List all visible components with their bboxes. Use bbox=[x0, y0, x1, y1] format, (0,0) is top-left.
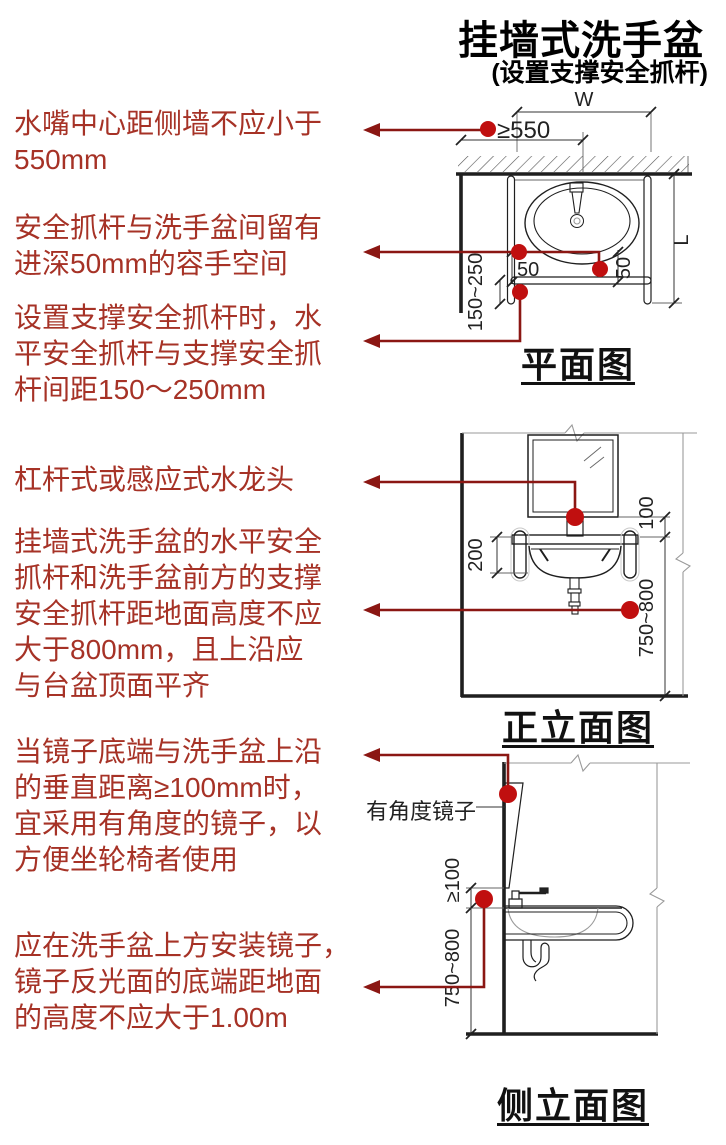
page-title: 挂墙式洗手盆 bbox=[458, 19, 704, 63]
front-elevation-drawing: 200 100 750~800 bbox=[460, 423, 697, 702]
page-subtitle: (设置支撑安全抓杆) bbox=[491, 59, 708, 87]
annotation-mirror-height: 应在洗手盆上方安装镜子， 镜子反光面的底端距地面 的高度不应大于1.00m bbox=[14, 930, 351, 1033]
support-bar bbox=[510, 276, 652, 285]
horizontal-grab-bar bbox=[511, 534, 639, 545]
left-grab-rail bbox=[506, 175, 516, 305]
dim-spacing: 150~250 bbox=[465, 253, 487, 331]
wall-hatch bbox=[458, 156, 689, 172]
faucet-side bbox=[508, 887, 549, 909]
front-elevation-label: 正立面图 bbox=[502, 707, 655, 748]
basin-bowl-side bbox=[507, 907, 599, 938]
annotation-hand-space: 安全抓杆与洗手盆间留有 进深50mm的容手空间 bbox=[14, 212, 323, 279]
dim-gap-left: 50 bbox=[517, 259, 539, 281]
dim-l: L bbox=[671, 234, 693, 245]
dim-mirror-gap-front: 100 bbox=[636, 496, 658, 529]
plan-view-label: 平面图 bbox=[521, 344, 636, 385]
left-grab-bar-front bbox=[513, 530, 527, 579]
p-trap bbox=[522, 940, 550, 982]
basin-bowl-front bbox=[528, 545, 622, 579]
annotation-faucet-type: 杠杆式或感应式水龙头 bbox=[14, 464, 295, 495]
red-leader-lines bbox=[363, 121, 639, 994]
annotation-bar-spacing: 设置支撑安全抓杆时，水 平安全抓杆与支撑安全抓 杆间距150～250mm bbox=[14, 302, 323, 405]
dim-height-side: 750~800 bbox=[442, 929, 464, 1007]
side-elevation-drawing: ≥100 750~800 bbox=[442, 753, 690, 1040]
drain-pipe-front bbox=[567, 577, 582, 615]
mirror-front bbox=[527, 434, 619, 518]
plan-view-drawing: W ≥550 50 bbox=[455, 89, 693, 331]
dim-mirror-gap-side: ≥100 bbox=[442, 858, 464, 902]
dim-depth-200: 200 bbox=[465, 538, 487, 571]
dim-offset-550: ≥550 bbox=[497, 117, 550, 144]
annotation-bar-height: 挂墙式洗手盆的水平安全 抓杆和洗手盆前方的支撑 安全抓杆距地面高度不应 大于80… bbox=[14, 526, 323, 701]
right-grab-bar-front bbox=[623, 530, 637, 579]
angled-mirror-note: 有角度镜子 bbox=[366, 799, 477, 824]
basin-outline bbox=[524, 181, 640, 265]
right-grab-rail bbox=[643, 175, 652, 305]
side-elevation-label: 侧立面图 bbox=[497, 1085, 650, 1126]
annotation-angled-mirror: 当镜子底端与洗手盆上沿 的垂直距离≥100mm时， 宜采用有角度的镜子，以 方便… bbox=[14, 736, 323, 875]
dim-w: W bbox=[575, 89, 594, 111]
angled-mirror bbox=[504, 782, 524, 889]
dim-gap-right: 50 bbox=[613, 257, 635, 279]
dim-height-front: 750~800 bbox=[636, 579, 658, 657]
grab-bar-side bbox=[504, 905, 634, 941]
annotation-tap-distance: 水嘴中心距侧墙不应小于 550mm bbox=[14, 108, 323, 175]
